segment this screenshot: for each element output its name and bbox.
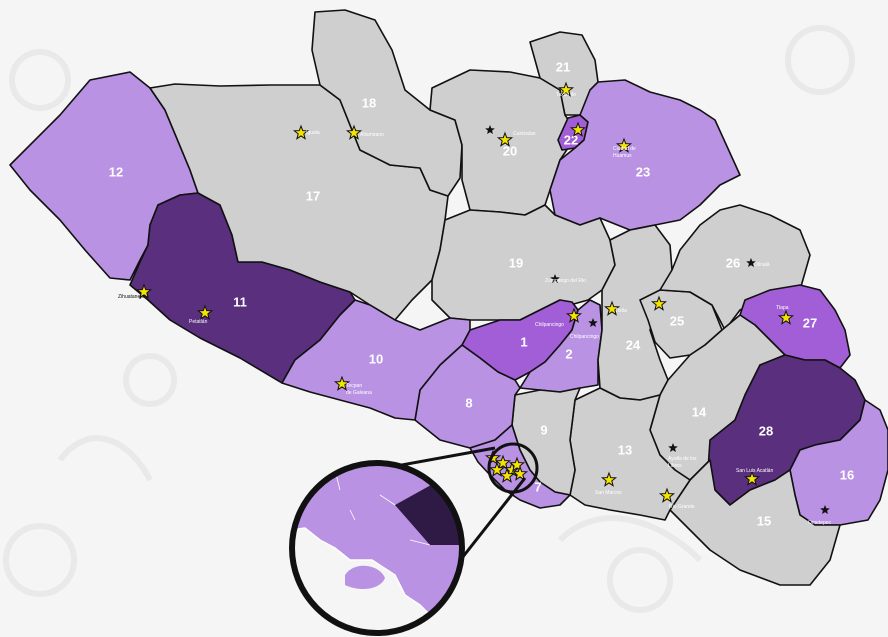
star-marker-icon[interactable] bbox=[485, 124, 495, 135]
place-label: Ometepec bbox=[808, 520, 832, 526]
place-label: Zumpango del Rio bbox=[545, 278, 586, 284]
star-marker-icon[interactable] bbox=[743, 470, 761, 486]
star-marker-icon[interactable] bbox=[565, 307, 583, 323]
place-label: Tixtla bbox=[615, 308, 627, 314]
region-10[interactable] bbox=[281, 299, 471, 421]
region-24[interactable] bbox=[597, 224, 673, 401]
region-number: 22 bbox=[564, 132, 578, 147]
region-number: 20 bbox=[503, 143, 517, 158]
star-marker-icon[interactable] bbox=[196, 304, 214, 320]
star-marker-icon[interactable] bbox=[777, 309, 795, 325]
star-marker-icon[interactable] bbox=[333, 375, 351, 391]
place-label: de Galeana bbox=[346, 390, 372, 396]
region-number: 14 bbox=[692, 404, 707, 419]
star-marker-icon[interactable] bbox=[498, 467, 516, 483]
place-label: Rio Grande bbox=[669, 504, 695, 510]
region-number: 19 bbox=[509, 255, 523, 270]
star-marker-icon[interactable] bbox=[650, 295, 668, 311]
region-number: 7 bbox=[534, 479, 541, 494]
background-ornaments bbox=[3, 25, 855, 613]
region-number: 16 bbox=[840, 467, 854, 482]
star-marker-icon[interactable] bbox=[488, 461, 506, 477]
place-label: Chilpancingo bbox=[570, 334, 599, 340]
star-marker-icon[interactable] bbox=[135, 283, 153, 299]
region-number: 26 bbox=[726, 255, 740, 270]
region-15[interactable] bbox=[669, 459, 841, 586]
star-marker-icon[interactable] bbox=[658, 487, 676, 503]
place-label: Taxco de bbox=[556, 92, 576, 98]
region-number: 21 bbox=[556, 59, 570, 74]
region-number: 25 bbox=[670, 313, 684, 328]
region-number: 18 bbox=[362, 95, 376, 110]
star-marker-icon[interactable] bbox=[746, 257, 756, 268]
place-label: Ciudad de bbox=[613, 146, 636, 152]
zoom-inset bbox=[289, 442, 539, 636]
inset-magnifier-circle bbox=[289, 460, 465, 636]
region-number: 13 bbox=[618, 442, 632, 457]
region-numbers: 1 2 7 8 9 10 11 12 13 14 15 16 17 18 19 … bbox=[109, 59, 854, 528]
region-number: 9 bbox=[540, 422, 547, 437]
place-label: Chilpancingo bbox=[535, 322, 564, 328]
place-label: Ayutla de los bbox=[668, 456, 697, 462]
region-number: 15 bbox=[757, 513, 771, 528]
place-label: Cuetzalan bbox=[513, 131, 536, 137]
place-label: Olinalá bbox=[754, 262, 770, 268]
star-marker-icon[interactable] bbox=[550, 273, 560, 284]
star-marker-icon[interactable] bbox=[603, 300, 621, 316]
region-8[interactable] bbox=[414, 344, 521, 449]
region-18[interactable] bbox=[311, 9, 463, 197]
region-number: 24 bbox=[626, 337, 641, 352]
place-label: Zihuatanejo bbox=[118, 294, 144, 300]
star-marker-icon[interactable] bbox=[292, 124, 310, 140]
star-marker-icon[interactable] bbox=[345, 124, 363, 140]
region-number: 12 bbox=[109, 164, 123, 179]
region-number: 17 bbox=[306, 188, 320, 203]
inset-source-circle[interactable] bbox=[487, 442, 539, 494]
star-marker-icon[interactable] bbox=[557, 81, 575, 97]
star-marker-icon[interactable] bbox=[508, 456, 526, 472]
star-marker-icon[interactable] bbox=[511, 465, 529, 481]
place-label: Libres bbox=[668, 463, 682, 469]
star-marker-icon[interactable] bbox=[820, 504, 830, 515]
place-label: San Luis Acatlán bbox=[736, 468, 773, 474]
place-label: Tecpan bbox=[346, 383, 362, 389]
star-marker-icon[interactable] bbox=[668, 442, 678, 453]
region-number: 23 bbox=[636, 164, 650, 179]
region-number: 2 bbox=[565, 346, 572, 361]
place-label: Tlapa bbox=[776, 305, 789, 311]
star-marker-icon[interactable] bbox=[494, 454, 512, 470]
place-markers bbox=[135, 81, 830, 515]
star-marker-icon[interactable] bbox=[569, 121, 587, 137]
place-label: San Marcos bbox=[595, 490, 622, 496]
star-marker-icon[interactable] bbox=[615, 137, 633, 153]
place-label: Iguala bbox=[306, 130, 320, 136]
region-number: 10 bbox=[369, 351, 383, 366]
place-label: Huamux bbox=[613, 153, 632, 159]
region-number: 27 bbox=[803, 315, 817, 330]
region-number: 11 bbox=[233, 294, 247, 309]
star-marker-icon[interactable] bbox=[496, 131, 514, 147]
map-regions bbox=[9, 9, 888, 586]
place-label: Altamirano bbox=[360, 132, 384, 138]
region-number: 28 bbox=[759, 423, 773, 438]
star-marker-icon[interactable] bbox=[588, 317, 598, 328]
place-label: Petatlán bbox=[189, 319, 208, 325]
star-marker-icon[interactable] bbox=[600, 471, 618, 487]
region-number: 8 bbox=[465, 395, 472, 410]
region-number: 1 bbox=[520, 334, 527, 349]
place-labels: Zihuatanejo Petatlán Tecpan de Galeana A… bbox=[118, 92, 832, 526]
